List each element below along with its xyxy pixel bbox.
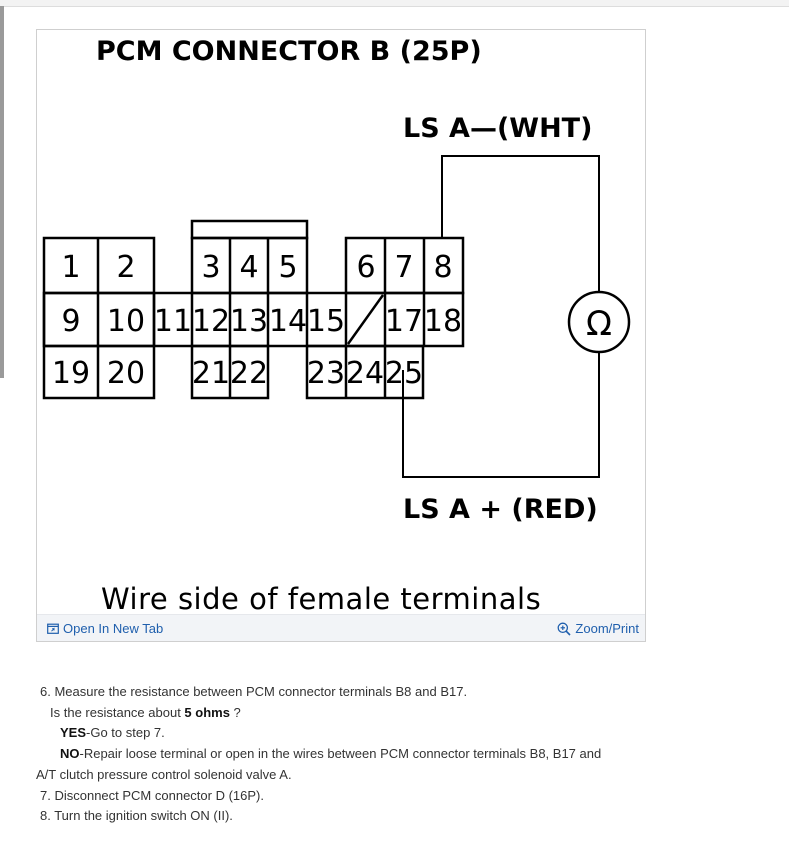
yes-label: YES <box>60 725 87 741</box>
pin-15: 15 <box>307 304 345 339</box>
pin-23: 23 <box>307 356 345 391</box>
pin-4: 4 <box>239 250 258 285</box>
pin-8: 8 <box>433 250 452 285</box>
question-value: 5 ohms <box>184 704 230 720</box>
pin-13: 13 <box>230 304 268 339</box>
diagram-title: PCM CONNECTOR B (25P) <box>96 36 482 67</box>
pin-10: 10 <box>107 304 145 339</box>
pin-24: 24 <box>346 356 384 391</box>
step-6-yes: YES-Go to step 7. <box>36 723 676 744</box>
pin-19: 19 <box>52 356 90 391</box>
step-6-no: NO-Repair loose terminal or open in the … <box>36 744 676 765</box>
pin-18: 18 <box>424 304 462 339</box>
wire-minus-label: LS A—(WHT) <box>403 113 592 144</box>
pin-1: 1 <box>61 250 80 285</box>
pin-2: 2 <box>116 250 135 285</box>
top-border <box>0 0 789 7</box>
step-6-no-continued: A/T clutch pressure control solenoid val… <box>36 766 292 782</box>
step-6-question: Is the resistance about 5 ohms ? <box>36 703 676 724</box>
no-text: -Repair loose terminal or open in the wi… <box>79 746 602 762</box>
pin-6: 6 <box>356 250 375 285</box>
yes-text: -Go to step 7. <box>86 725 165 741</box>
pin-22: 22 <box>230 356 268 391</box>
question-suffix: ? <box>229 704 241 720</box>
connector-diagram: PCM CONNECTOR B (25P) LS A—(WHT) LS A + … <box>42 36 631 616</box>
pin-3: 3 <box>201 250 220 285</box>
question-prefix: Is the resistance about <box>50 704 185 720</box>
pin-7: 7 <box>394 250 413 285</box>
open-in-new-tab-label: Open In New Tab <box>63 621 164 636</box>
ohmmeter-leads <box>402 155 600 478</box>
pin-21: 21 <box>192 356 230 391</box>
step-6: 6. Measure the resistance between PCM co… <box>40 684 468 699</box>
pin-17: 17 <box>385 304 423 339</box>
diagram-caption: Wire side of female terminals <box>101 582 541 616</box>
open-in-new-tab-link[interactable]: Open In New Tab <box>47 621 163 636</box>
ohmmeter: Ω <box>567 290 631 354</box>
connector-body <box>42 219 465 400</box>
ohm-icon: Ω <box>586 304 612 344</box>
step-7: 7. Disconnect PCM connector D (16P). <box>40 787 264 803</box>
zoom-print-link[interactable]: Zoom/Print <box>557 621 639 636</box>
pin-labels: 1 2 3 4 5 6 7 8 9 10 11 12 13 14 15 17 1… <box>52 250 462 391</box>
pin-9: 9 <box>61 304 80 339</box>
pin-20: 20 <box>107 356 145 391</box>
wire-plus-label: LS A + (RED) <box>403 494 598 525</box>
pin-11: 11 <box>154 304 192 339</box>
procedure-steps: 6. Measure the resistance between PCM co… <box>36 682 676 827</box>
zoom-print-label: Zoom/Print <box>575 621 639 636</box>
figure-frame <box>36 29 646 642</box>
pin-5: 5 <box>278 250 297 285</box>
step-8: 8. Turn the ignition switch ON (II). <box>40 808 233 824</box>
pin-14: 14 <box>269 304 307 339</box>
zoom-in-icon <box>557 622 571 636</box>
pin-12: 12 <box>192 304 230 339</box>
no-label: NO <box>60 746 80 762</box>
left-scroll-edge <box>0 6 4 378</box>
new-tab-icon <box>47 623 59 634</box>
figure-toolbar: Open In New Tab Zoom/Print <box>37 614 645 641</box>
